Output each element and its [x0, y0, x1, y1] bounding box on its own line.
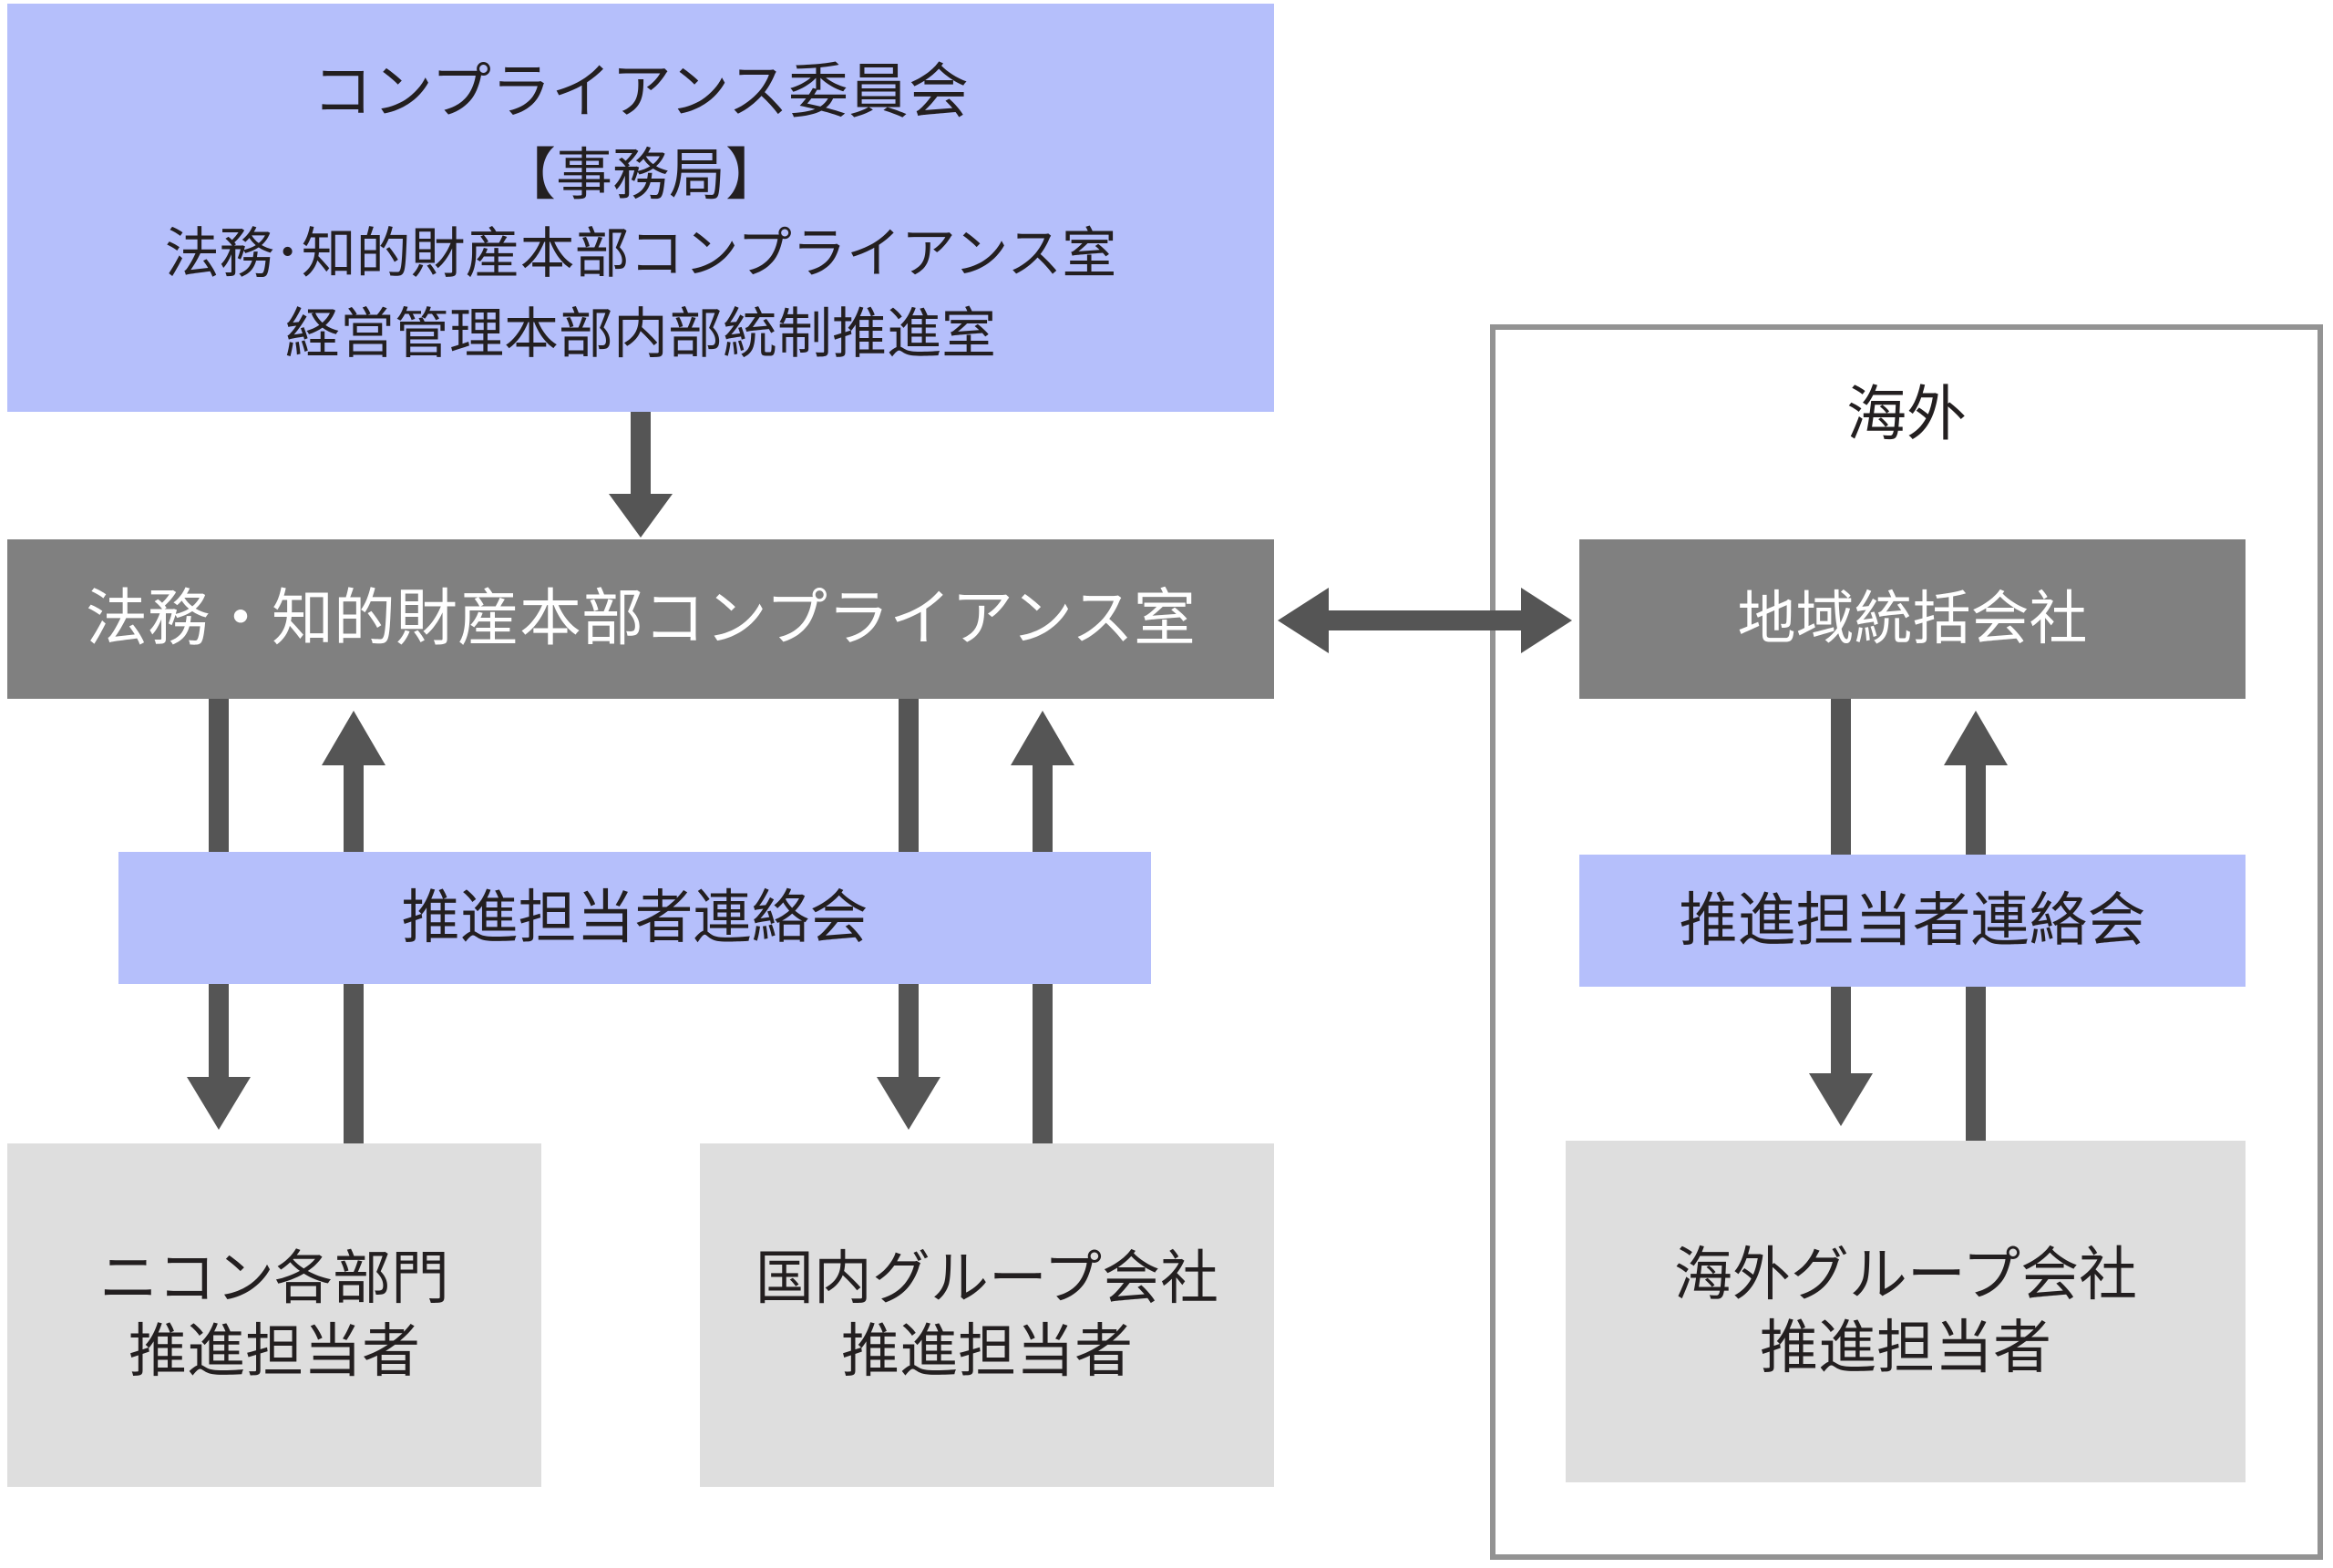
compliance-office-label: 法務・知的財産本部コンプライアンス室 — [86, 582, 1196, 655]
nikon-departments-line2: 推進担当者 — [128, 1317, 420, 1386]
overseas-group-box: 海外グループ会社 推進担当者 — [1566, 1141, 2246, 1482]
regional-headquarters-box: 地域統括会社 — [1579, 539, 2246, 699]
overseas-liaison-meeting-box: 推進担当者連絡会 — [1579, 855, 2246, 987]
nikon-departments-box: ニコン各部門 推進担当者 — [7, 1143, 541, 1487]
committee-title: コンプライアンス委員会 — [312, 56, 970, 127]
compliance-committee-box: コンプライアンス委員会 【事務局】 法務･知的財産本部コンプライアンス室 経営管… — [7, 4, 1274, 412]
arrow-committee-to-office — [609, 412, 673, 538]
secretariat-office-internal-control: 経営管理本部内部統制推進室 — [285, 302, 996, 366]
secretariat-label: 【事務局】 — [498, 141, 782, 208]
compliance-office-box: 法務・知的財産本部コンプライアンス室 — [7, 539, 1274, 699]
domestic-group-line2: 推進担当者 — [841, 1317, 1133, 1386]
domestic-group-line1: 国内グループ会社 — [755, 1245, 1219, 1313]
domestic-group-box: 国内グループ会社 推進担当者 — [700, 1143, 1274, 1487]
nikon-departments-line1: ニコン各部門 — [99, 1245, 449, 1313]
secretariat-office-legal: 法務･知的財産本部コンプライアンス室 — [164, 222, 1117, 286]
domestic-liaison-meeting-label: 推進担当者連絡会 — [401, 884, 868, 952]
overseas-group-line2: 推進担当者 — [1760, 1314, 2051, 1382]
overseas-group-line1: 海外グループ会社 — [1673, 1241, 2138, 1309]
overseas-liaison-meeting-label: 推進担当者連絡会 — [1679, 886, 2146, 955]
regional-headquarters-label: 地域統括会社 — [1737, 585, 2088, 653]
domestic-liaison-meeting-box: 推進担当者連絡会 — [118, 852, 1151, 984]
overseas-title: 海外 — [1846, 379, 1967, 449]
